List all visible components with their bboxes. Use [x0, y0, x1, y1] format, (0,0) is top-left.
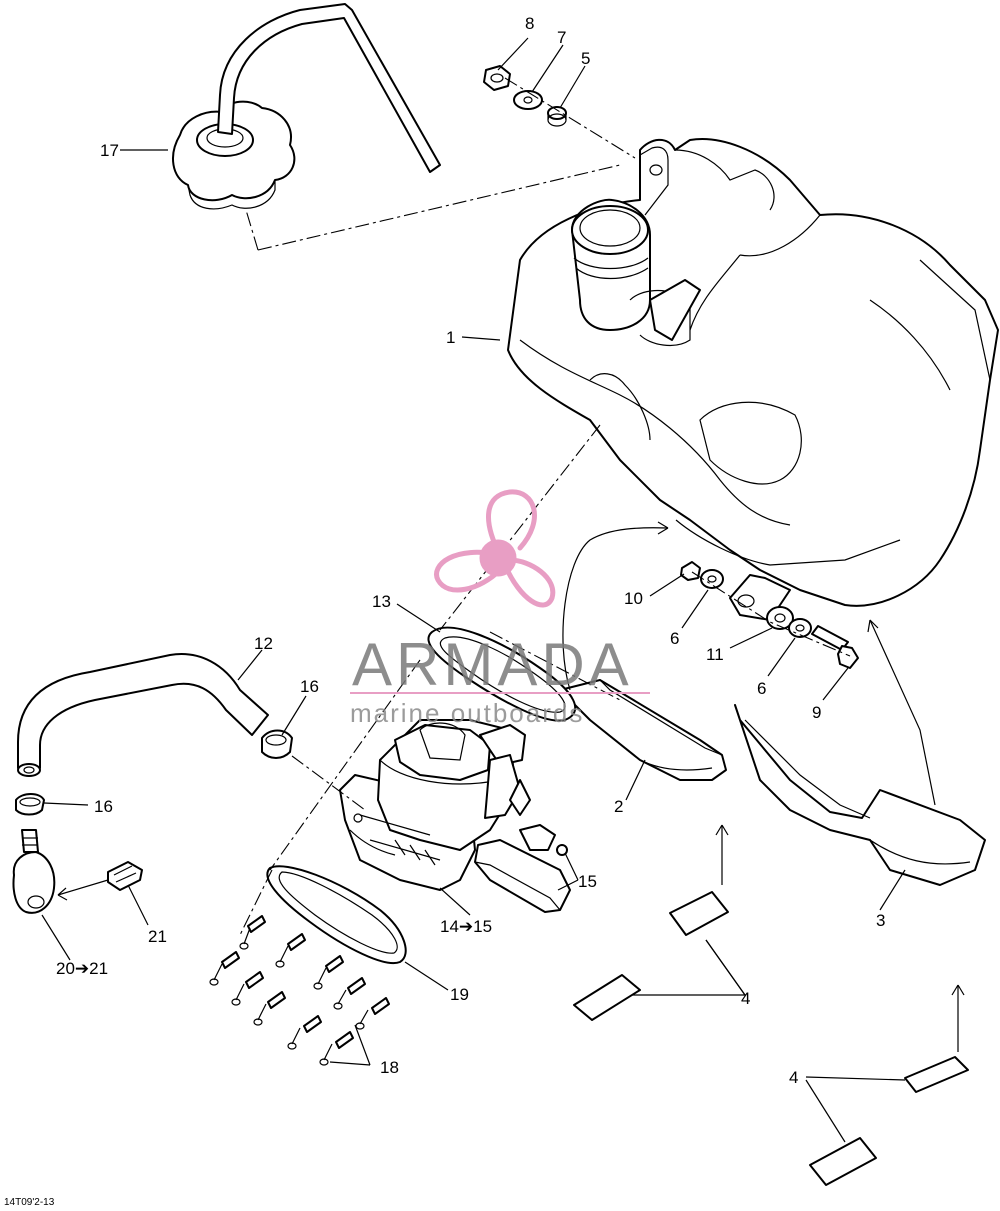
callout-9: 9	[812, 703, 821, 722]
watermark-tagline: marine outboards	[350, 698, 584, 728]
part-19-retainer-ring	[266, 865, 407, 965]
callout-11: 11	[706, 645, 724, 664]
callout-17: 17	[100, 141, 119, 160]
callout-8: 8	[525, 14, 534, 33]
part-10-nut	[680, 561, 701, 581]
part-4-strip-2	[573, 974, 641, 1021]
callout-5: 5	[581, 49, 590, 68]
drawing-code: 14T09'2-13	[4, 1197, 55, 1208]
callout-19: 19	[450, 985, 469, 1004]
callout-10: 10	[624, 589, 643, 608]
part-4-strip-4	[809, 1137, 877, 1186]
callout-3: 3	[876, 911, 885, 930]
part-21-connector-clip	[107, 861, 143, 891]
callout-20-to-21: 20➔21	[56, 959, 108, 978]
callout-12: 12	[254, 634, 273, 653]
part-1-fuel-tank	[507, 138, 999, 607]
callout-14-to-15: 14➔15	[440, 917, 492, 936]
part-16-clamp-upper	[261, 729, 293, 759]
callout-15: 15	[578, 872, 597, 891]
watermark-brand: ARMADA	[352, 631, 633, 698]
assembly-arrows	[57, 521, 965, 1052]
callout-16-lower: 16	[94, 797, 113, 816]
callout-7: 7	[557, 28, 566, 47]
part-12-fuel-hose	[17, 653, 269, 777]
callout-1: 1	[446, 328, 455, 347]
part-20-quick-connector	[12, 829, 56, 914]
callout-4-upper: 4	[741, 989, 750, 1008]
callout-21: 21	[148, 927, 167, 946]
callout-4-lower: 4	[789, 1068, 798, 1087]
part-2-support-pad	[559, 679, 727, 781]
part-14-fuel-pump	[339, 719, 531, 891]
part-17-fuel-cap	[172, 3, 441, 210]
part-11-grommet	[766, 606, 794, 630]
armada-watermark: ARMADA marine outboards	[350, 489, 650, 728]
part-9-bolt	[811, 625, 859, 669]
callout-labels: 1 2 3 4 4 5 6 6 7 8 9 10 11 12 13 14➔15 …	[56, 14, 885, 1087]
part-7-washer	[513, 90, 543, 110]
part-13-gasket	[427, 626, 577, 722]
part-18-screws	[209, 915, 390, 1066]
callout-13: 13	[372, 592, 391, 611]
callout-6-lower: 6	[757, 679, 766, 698]
part-8-nut	[483, 65, 511, 91]
leader-lines	[41, 37, 906, 1143]
part-15-pump-filter	[474, 824, 571, 913]
part-3-support-pad	[734, 704, 986, 886]
callout-6-upper: 6	[670, 629, 679, 648]
part-4-strip-1	[669, 891, 729, 936]
callout-2: 2	[614, 797, 623, 816]
part-16-clamp-lower	[15, 793, 45, 816]
propeller-logo	[434, 489, 556, 608]
part-4-strip-3	[904, 1056, 969, 1093]
part-5-spacer	[547, 106, 567, 127]
alignment-lines	[239, 77, 851, 936]
callout-16-upper: 16	[300, 677, 319, 696]
callout-18: 18	[380, 1058, 399, 1077]
part-6-washer-upper	[700, 569, 724, 589]
